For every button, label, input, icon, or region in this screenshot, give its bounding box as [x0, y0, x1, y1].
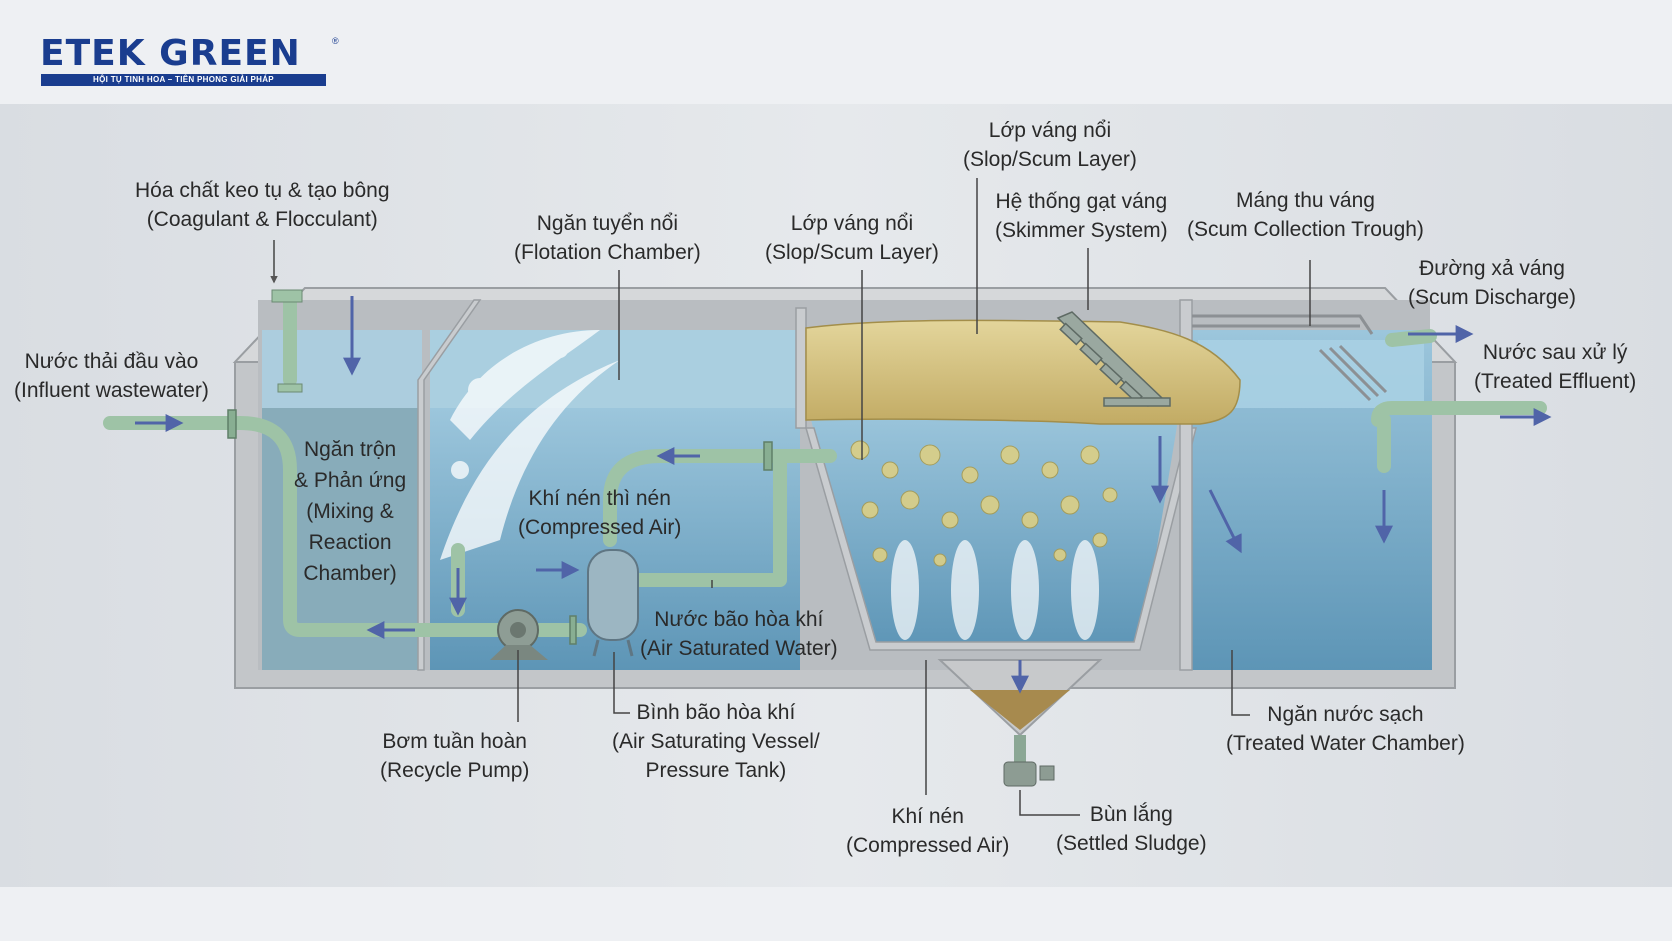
label-scum-layer-1-vi: Lớp váng nổi [790, 212, 914, 235]
recycle-pump [490, 609, 548, 660]
scum-trough [1192, 314, 1388, 402]
label-mixing-l1: Ngăn trộn [303, 438, 397, 461]
brand-tagline: HỘI TỤ TINH HOA – TIÊN PHONG GIẢI PHÁP [41, 74, 326, 86]
label-compressed-air-1-en: (Compressed Air) [518, 516, 682, 539]
brand-name: ETEK GREEN [40, 33, 301, 74]
label-scum-discharge-vi: Đường xả váng [1419, 257, 1565, 280]
label-treated-effluent: Nước sau xử lý (Treated Effluent) [1474, 338, 1636, 396]
label-influent: Nước thải đầu vào (Influent wastewater) [14, 347, 209, 405]
label-vessel-en2: Pressure Tank) [645, 759, 787, 782]
label-coagulant-vi: Hóa chất keo tụ & tạo bông [135, 179, 390, 202]
label-effluent-en: (Treated Effluent) [1474, 370, 1637, 393]
label-air-saturated-water: Nước bão hòa khí (Air Saturated Water) [640, 605, 838, 663]
label-compressed-air-2-en: (Compressed Air) [846, 834, 1010, 857]
label-coagulant: Hóa chất keo tụ & tạo bông (Coagulant & … [135, 176, 390, 234]
brand-logo: ETEK GREEN ® HỘI TỤ TINH HOA – TIÊN PHON… [40, 36, 340, 92]
label-scum-discharge-en: (Scum Discharge) [1408, 286, 1577, 309]
label-treated-water-chamber: Ngăn nước sạch (Treated Water Chamber) [1226, 700, 1465, 758]
label-settled-sludge: Bùn lắng (Settled Sludge) [1056, 800, 1207, 858]
label-saturated-water-vi: Nước bão hòa khí [654, 608, 824, 631]
label-pump-en: (Recycle Pump) [380, 759, 530, 782]
label-influent-vi: Nước thải đầu vào [24, 350, 199, 373]
pipe-flanges [227, 409, 773, 645]
label-mixing-l5: Chamber) [303, 562, 397, 585]
label-scum-layer-1: Lớp váng nổi (Slop/Scum Layer) [765, 209, 939, 267]
chemical-dosing-pipe [271, 289, 303, 393]
label-scum-layer-2-vi: Lớp váng nổi [988, 119, 1112, 142]
label-effluent-vi: Nước sau xử lý [1482, 341, 1628, 364]
label-sludge-en: (Settled Sludge) [1056, 832, 1207, 855]
label-mixing-l2: & Phản ứng [294, 469, 407, 492]
sludge-hopper [937, 659, 1103, 787]
flotation-splash [440, 330, 620, 560]
label-coagulant-en: (Coagulant & Flocculant) [146, 208, 378, 231]
label-scum-layer-1-en: (Slop/Scum Layer) [765, 241, 939, 264]
leader-lines [270, 178, 1311, 816]
label-compressed-air-1: Khí nén thì nén (Compressed Air) [518, 484, 681, 542]
label-scum-layer-2: Lớp váng nổi (Slop/Scum Layer) [963, 116, 1137, 174]
flow-arrows [135, 296, 1552, 694]
label-pump-vi: Bơm tuần hoàn [382, 730, 527, 753]
label-trough-vi: Máng thu váng [1236, 189, 1375, 212]
label-recycle-pump: Bơm tuần hoàn (Recycle Pump) [380, 727, 529, 785]
label-compressed-air-2: Khí nén (Compressed Air) [846, 802, 1009, 860]
brand-registered-mark: ® [332, 36, 339, 46]
label-clean-water-en: (Treated Water Chamber) [1226, 732, 1465, 755]
label-vessel-en1: (Air Saturating Vessel/ [612, 730, 820, 753]
label-skimmer-system: Hệ thống gạt váng (Skimmer System) [995, 187, 1168, 245]
label-saturated-water-en: (Air Saturated Water) [640, 637, 838, 660]
skimmer-mechanism [1056, 311, 1171, 407]
label-sludge-vi: Bùn lắng [1089, 803, 1173, 826]
air-plumes [891, 540, 1099, 640]
label-flotation-chamber: Ngăn tuyển nổi (Flotation Chamber) [514, 209, 701, 267]
label-pressure-vessel: Bình bão hòa khí (Air Saturating Vessel/… [612, 698, 820, 785]
floc-particles [850, 440, 1118, 567]
label-mixing-chamber: Ngăn trộn & Phản ứng (Mixing & Reaction … [294, 434, 406, 589]
label-mixing-l3: (Mixing & [306, 500, 394, 523]
label-flotation-vi: Ngăn tuyển nổi [536, 212, 678, 235]
label-scum-layer-2-en: (Slop/Scum Layer) [963, 148, 1137, 171]
label-scum-trough: Máng thu váng (Scum Collection Trough) [1187, 186, 1424, 244]
label-clean-water-vi: Ngăn nước sạch [1267, 703, 1424, 726]
label-trough-en: (Scum Collection Trough) [1187, 218, 1424, 241]
pressure-vessel [587, 549, 639, 657]
label-compressed-air-1-vi: Khí nén thì nén [528, 487, 671, 510]
label-flotation-en: (Flotation Chamber) [514, 241, 701, 264]
label-mixing-l4: Reaction [308, 531, 392, 554]
label-scum-discharge: Đường xả váng (Scum Discharge) [1408, 254, 1576, 312]
label-skimmer-vi: Hệ thống gạt váng [995, 190, 1168, 213]
label-vessel-vi: Bình bão hòa khí [636, 701, 796, 724]
label-compressed-air-2-vi: Khí nén [891, 805, 964, 828]
label-influent-en: (Influent wastewater) [14, 379, 209, 402]
label-skimmer-en: (Skimmer System) [995, 219, 1168, 242]
scum-layer [805, 319, 1241, 425]
